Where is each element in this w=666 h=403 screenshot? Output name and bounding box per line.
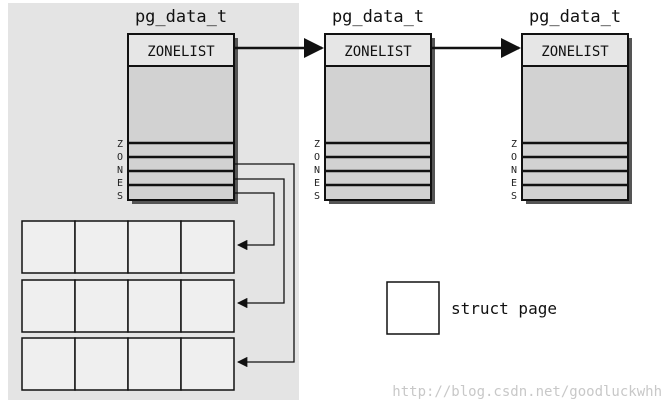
legend-label: struct page xyxy=(451,299,557,318)
page-array-middle xyxy=(21,279,235,333)
struct-page-cell xyxy=(74,337,129,391)
node-0-title: pg_data_t xyxy=(135,7,227,27)
struct-page-cell xyxy=(127,220,182,274)
struct-page-cell xyxy=(127,337,182,391)
node-2-zones-letter: O xyxy=(511,152,517,163)
node-1: pg_data_t ZONELIST Z O N E S xyxy=(314,7,435,204)
node-2: pg_data_t ZONELIST Z O N E S xyxy=(511,7,632,204)
page-array-bottom xyxy=(21,337,235,391)
node-2-header-label: ZONELIST xyxy=(541,44,609,60)
node-2-zones-letter: Z xyxy=(511,139,517,150)
struct-page-cell xyxy=(180,279,235,333)
node-1-header-label: ZONELIST xyxy=(344,44,412,60)
node-2-header xyxy=(521,33,629,67)
node-1-zones-letter: E xyxy=(314,178,320,189)
zone-connector-middle-array xyxy=(234,178,285,309)
node-1-zones-letter: Z xyxy=(314,139,320,150)
node-2-zones-letter: S xyxy=(511,191,517,202)
node-0-header-label: ZONELIST xyxy=(147,44,215,60)
page-array-top xyxy=(21,220,235,274)
node-0-header xyxy=(127,33,235,67)
zone-connector-bottom-array xyxy=(234,163,295,368)
node-0-zones-letter: E xyxy=(117,178,123,189)
node-1-zones-letter: O xyxy=(314,152,320,163)
struct-page-cell xyxy=(180,337,235,391)
node-1-zones-letter: S xyxy=(314,191,320,202)
node-2-zones-letter: N xyxy=(511,165,517,176)
node-0: pg_data_t ZONELIST Z O N E S xyxy=(117,7,238,204)
zone-connector-top-array xyxy=(234,192,275,251)
struct-page-cell xyxy=(74,279,129,333)
node-0-zones-letter: N xyxy=(117,165,123,176)
node-1-title: pg_data_t xyxy=(332,7,424,27)
struct-page-cell xyxy=(74,220,129,274)
struct-page-cell xyxy=(21,337,76,391)
node-0-zones-letter: Z xyxy=(117,139,123,150)
legend: struct page xyxy=(386,281,557,335)
node-1-header xyxy=(324,33,432,67)
node-0-zones-letter: S xyxy=(117,191,123,202)
struct-page-cell xyxy=(180,220,235,274)
legend-swatch xyxy=(386,281,440,335)
node-2-zones-letter: E xyxy=(511,178,517,189)
node-0-zones-letter: O xyxy=(117,152,123,163)
struct-page-cell xyxy=(21,279,76,333)
struct-page-cell xyxy=(21,220,76,274)
node-2-title: pg_data_t xyxy=(529,7,621,27)
struct-page-cell xyxy=(127,279,182,333)
node-1-zones-letter: N xyxy=(314,165,320,176)
watermark-text: http://blog.csdn.net/goodluckwhh xyxy=(392,384,662,400)
